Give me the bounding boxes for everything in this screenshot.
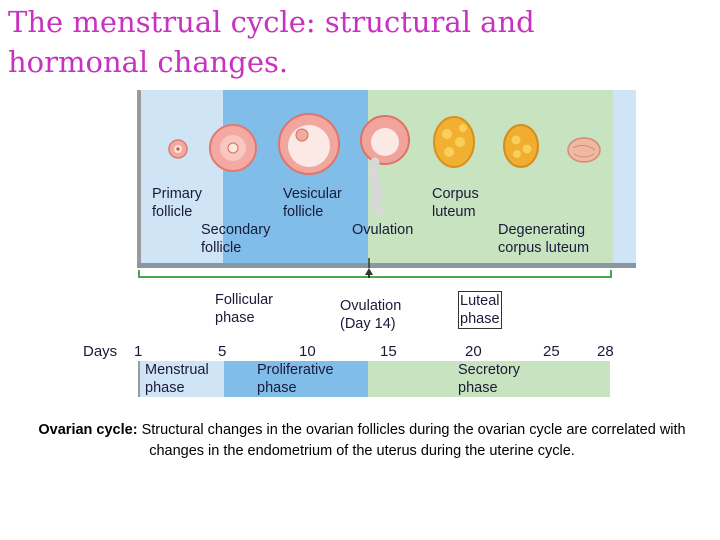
panel-left-edge [137,90,141,268]
ovulation-label: Ovulation [352,222,414,238]
primary-follicle-icon [168,139,188,159]
slide-title: The menstrual cycle: structural and horm… [8,5,535,79]
next-cycle-band [613,90,636,268]
secretory-band [368,90,613,268]
figure-caption: Ovarian cycle: Structural changes in the… [22,420,702,462]
menstrual-band [137,90,223,268]
caption-heading: Ovarian cycle: [38,422,138,438]
follicle-drawings [168,113,601,268]
degenerating-corpus-luteum-icon [567,137,601,163]
secondary-follicle-icon [209,124,257,172]
menstrual-phase-bar [138,361,224,397]
day-tick-1: 1 [134,343,143,360]
secretory-phase-bar [368,361,610,397]
corpus-luteum-icon [433,116,539,168]
day-tick-15: 15 [380,343,397,360]
ovulation-day-label: Ovulation(Day 14) [340,298,402,332]
day-tick-20: 20 [465,343,482,360]
days-label: Days [83,343,118,360]
day-tick-28: 28 [597,343,614,360]
day-tick-5: 5 [218,343,227,360]
day-tick-25: 25 [543,343,560,360]
bar-left-edge [138,361,140,397]
caption-text: Structural changes in the ovarian follic… [137,422,686,459]
panel-bottom-edge [137,263,636,268]
ovulation-arrow-icon [365,268,373,275]
vesicular-follicle-icon [278,113,340,175]
day-tick-10: 10 [299,343,316,360]
proliferative-phase-bar [224,361,368,397]
ovulating-follicle-icon [360,115,410,217]
